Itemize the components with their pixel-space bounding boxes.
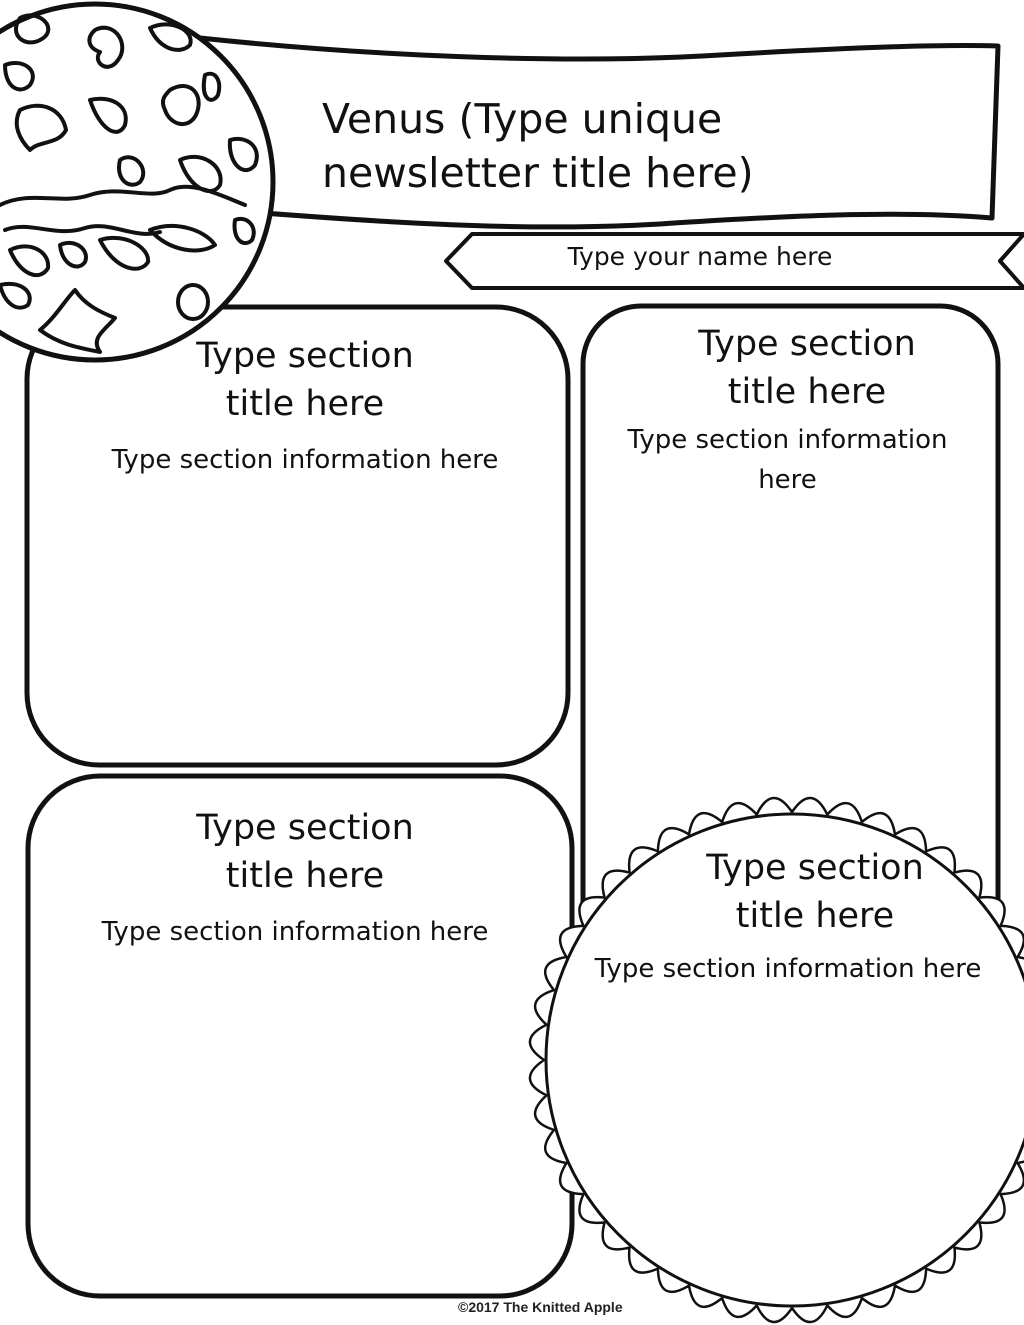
section-4-title[interactable]: Type section title here xyxy=(660,844,970,940)
section-1-title-line1: Type section xyxy=(196,336,414,376)
section-2-info-line2: here xyxy=(758,465,817,495)
section-4-title-line1: Type section xyxy=(706,848,924,888)
section-box-1 xyxy=(24,304,571,768)
venus-planet-icon xyxy=(0,1,276,363)
author-name-field[interactable]: Type your name here xyxy=(567,242,833,271)
section-2-title-line1: Type section xyxy=(698,324,916,364)
section-1-info[interactable]: Type section information here xyxy=(111,445,499,475)
section-2-info-line1: Type section information xyxy=(627,425,948,455)
section-2-title-line2: title here xyxy=(727,372,887,412)
section-2-title[interactable]: Type section title here xyxy=(652,320,962,416)
section-1-title[interactable]: Type section title here xyxy=(150,332,460,428)
title-banner xyxy=(197,35,1001,230)
copyright-footer: ©2017 The Knitted Apple xyxy=(458,1299,623,1315)
section-3-title-line2: title here xyxy=(225,856,385,896)
section-3-title-line1: Type section xyxy=(196,808,414,848)
section-1-title-line2: title here xyxy=(225,384,385,424)
newsletter-title[interactable]: Venus (Type unique newsletter title here… xyxy=(322,95,754,197)
name-ribbon xyxy=(444,232,1024,290)
section-4-info[interactable]: Type section information here xyxy=(594,954,982,984)
sun-icon xyxy=(528,796,1024,1324)
section-3-info[interactable]: Type section information here xyxy=(101,917,489,947)
section-4-title-line2: title here xyxy=(735,896,895,936)
section-3-title[interactable]: Type section title here xyxy=(150,804,460,900)
section-2-info[interactable]: Type section information here xyxy=(600,420,975,500)
